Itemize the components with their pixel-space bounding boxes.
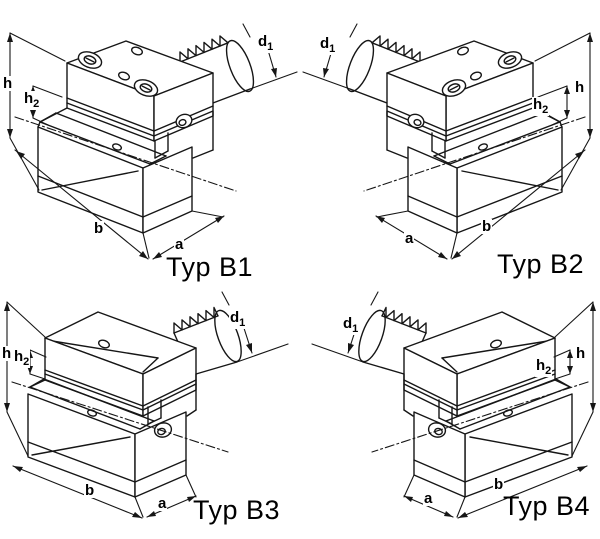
drawing-typ-b4: [311, 291, 597, 519]
drawing-typ-b3: [3, 291, 289, 519]
drawing-typ-b1: [6, 23, 298, 260]
drawing-typ-b2: [302, 23, 594, 260]
